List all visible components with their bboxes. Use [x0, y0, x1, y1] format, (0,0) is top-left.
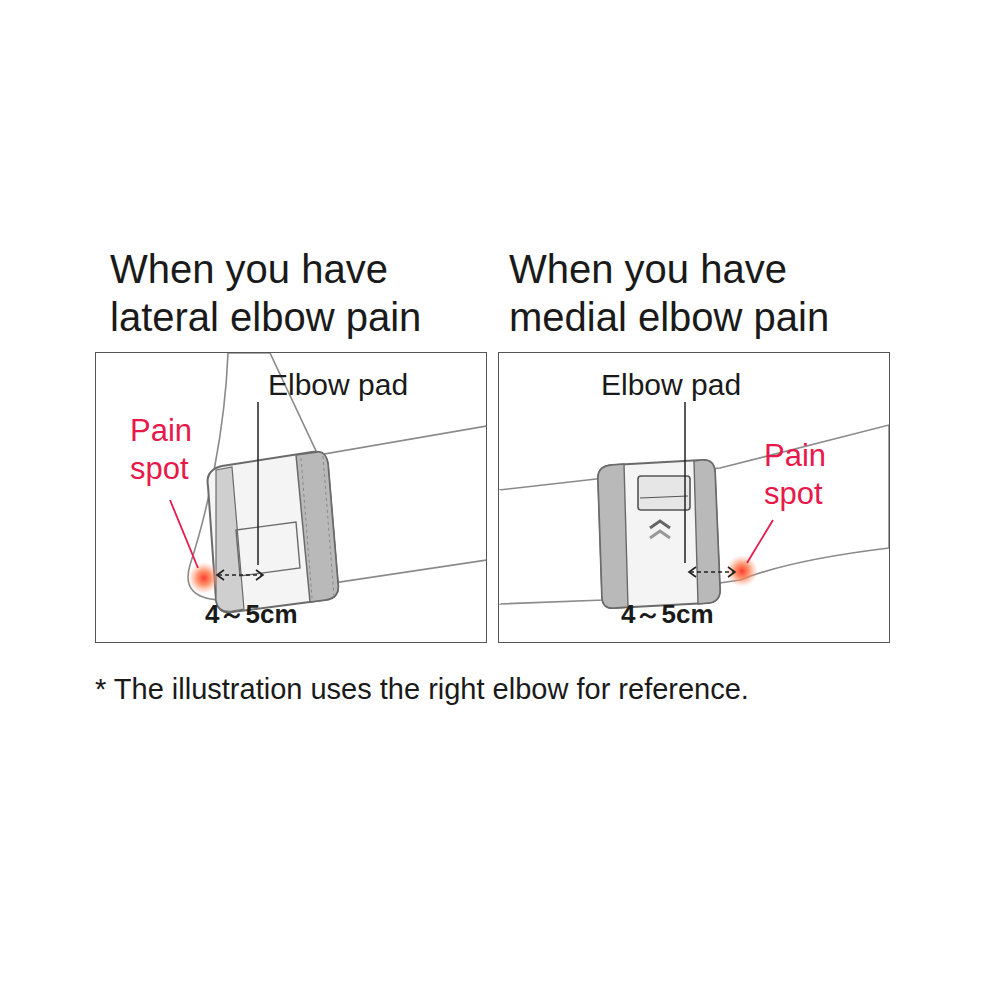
pain-label: Pain spot — [764, 437, 854, 513]
part-label: Elbow pad — [601, 368, 741, 402]
part-label: Elbow pad — [268, 368, 408, 402]
dimension-label: 4～5cm — [621, 597, 714, 632]
right-arm — [499, 425, 889, 608]
pain-label: Pain spot — [130, 412, 220, 488]
left-arm — [188, 353, 486, 612]
panel-heading: When you have medial elbow pain — [509, 245, 889, 341]
panel-heading: When you have lateral elbow pain — [110, 245, 490, 341]
dimension-label: 4～5cm — [205, 597, 298, 632]
footnote: * The illustration uses the right elbow … — [95, 673, 749, 706]
